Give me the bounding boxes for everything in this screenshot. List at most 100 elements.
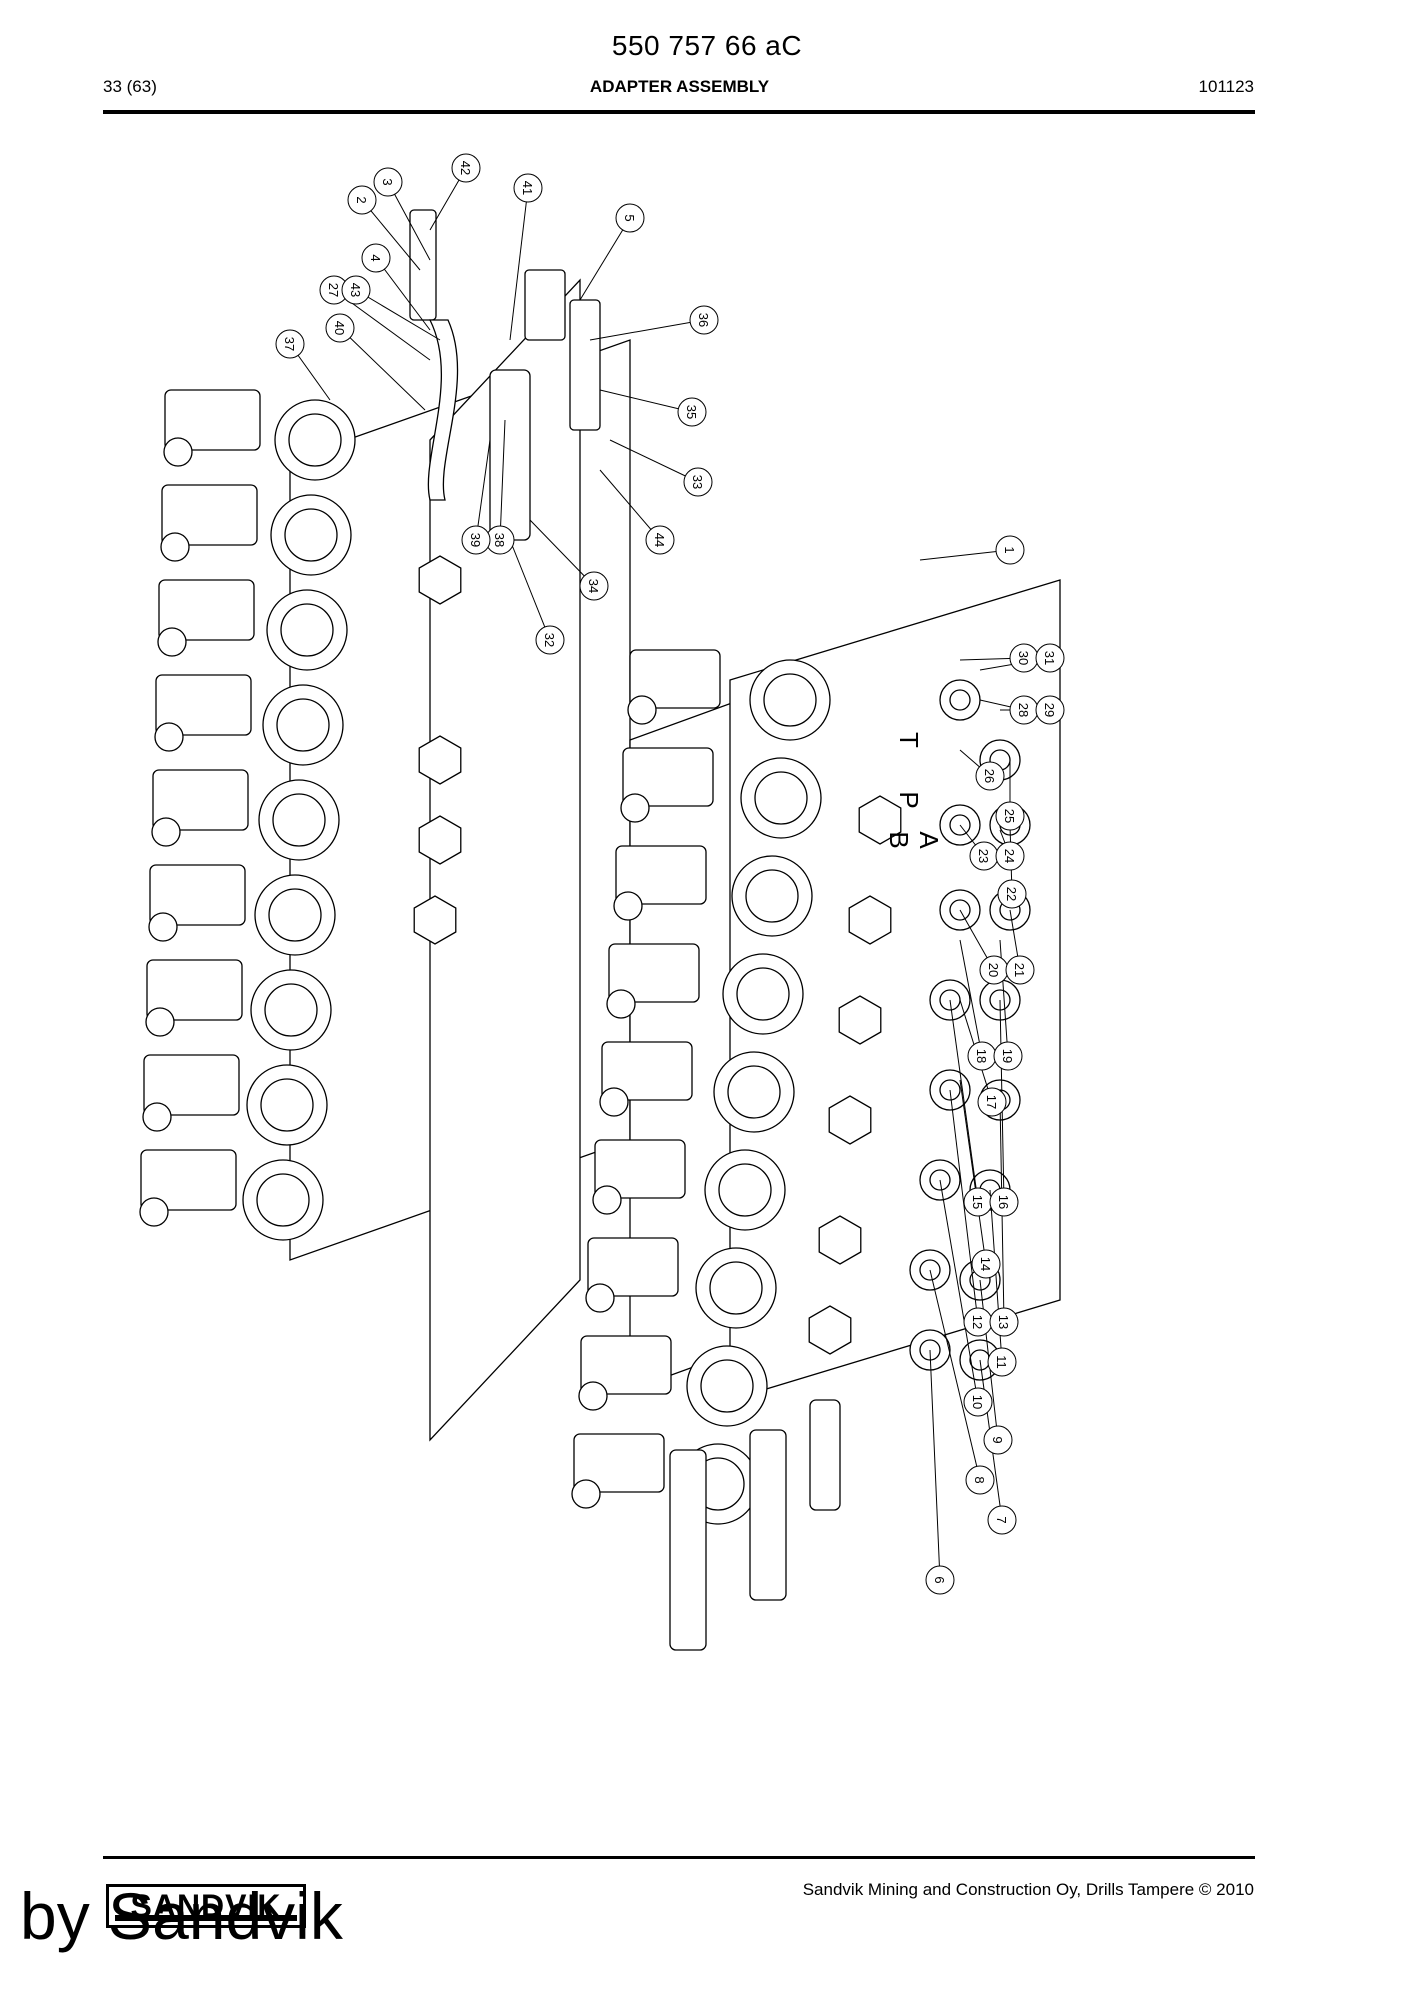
valve-knob-cap (261, 1079, 313, 1131)
callout-balloon (990, 1188, 1018, 1216)
top-fitting (525, 270, 565, 340)
callout-balloon (348, 186, 376, 214)
callout-balloon (996, 536, 1024, 564)
cable-gland (586, 1284, 614, 1312)
callout-number: 35 (684, 405, 699, 419)
solenoid-coil (162, 485, 257, 545)
callout-number: 18 (974, 1049, 989, 1063)
leader-line (590, 320, 704, 340)
valve-knob-cap (265, 984, 317, 1036)
sandvik-logo: SANDVIK (106, 1884, 306, 1928)
callout-number: 10 (970, 1395, 985, 1409)
callout-number: 9 (990, 1436, 1005, 1443)
callout-number: 41 (520, 181, 535, 195)
callout-number: 13 (996, 1315, 1011, 1329)
solenoid-coil (141, 1150, 236, 1210)
valve-knob-cap (277, 699, 329, 751)
hex-plug (849, 896, 891, 944)
callout-balloon (976, 762, 1004, 790)
valve-knob-cap (701, 1360, 753, 1412)
page-title: ADAPTER ASSEMBLY (589, 77, 770, 96)
leader-line (600, 390, 692, 412)
leader-line (920, 550, 1010, 560)
solenoid-coil (153, 770, 248, 830)
port-letter: B (884, 831, 914, 848)
valve-knob-cap (289, 414, 341, 466)
valve-knob-cap (746, 870, 798, 922)
leader-line (376, 258, 430, 330)
header-rule (103, 110, 1255, 114)
callout-number: 20 (986, 963, 1001, 977)
hex-plug (414, 896, 456, 944)
callout-number: 8 (972, 1476, 987, 1483)
callout-number: 36 (696, 313, 711, 327)
port-letter: T (894, 732, 924, 748)
bottom-fitting (750, 1430, 786, 1600)
callout-balloon (996, 802, 1024, 830)
callout-number: 17 (984, 1095, 999, 1109)
callout-number: 7 (994, 1516, 1009, 1523)
cable-gland (614, 892, 642, 920)
cable-gland (140, 1198, 168, 1226)
callout-number: 2 (354, 196, 369, 203)
solenoid-coil (616, 846, 706, 904)
cable-gland (164, 438, 192, 466)
callout-balloon (462, 526, 490, 554)
cable-gland (579, 1382, 607, 1410)
callout-number: 11 (994, 1355, 1009, 1369)
callout-balloon (616, 204, 644, 232)
valve-knob-cap (257, 1174, 309, 1226)
callout-number: 24 (1002, 849, 1017, 863)
leader-line (940, 1180, 978, 1402)
callout-number: 44 (652, 533, 667, 547)
cable-gland (146, 1008, 174, 1036)
callout-number: 32 (542, 633, 557, 647)
cable-gland (152, 818, 180, 846)
hex-plug (809, 1306, 851, 1354)
cable-gland (572, 1480, 600, 1508)
callout-number: 37 (282, 337, 297, 351)
callout-balloon (926, 1566, 954, 1594)
callout-number: 23 (976, 849, 991, 863)
leader-line (580, 218, 630, 300)
callout-number: 28 (1016, 703, 1031, 717)
callout-balloon (994, 1042, 1022, 1070)
top-fitting (570, 300, 600, 430)
bottom-fitting (670, 1450, 706, 1650)
cable-gland (161, 533, 189, 561)
callout-balloon (966, 1466, 994, 1494)
document-number: 550 757 66 aC (611, 30, 803, 61)
solenoid-coil (147, 960, 242, 1020)
callout-balloon (326, 314, 354, 342)
callout-balloon (684, 468, 712, 496)
callout-balloon (964, 1388, 992, 1416)
footer-company: Sandvik Mining and Construction Oy, Dril… (802, 1880, 1254, 1899)
hex-plug (829, 1096, 871, 1144)
callout-balloon (1036, 696, 1064, 724)
logo-bar (115, 1915, 297, 1921)
valve-knob-cap (269, 889, 321, 941)
cable-gland (621, 794, 649, 822)
hex-plug (859, 796, 901, 844)
solenoid-coil (581, 1336, 671, 1394)
callout-number: 1 (1002, 546, 1017, 553)
callout-balloon (988, 1348, 1016, 1376)
leader-line (476, 440, 490, 540)
watermark-text: by Sandvik (20, 1879, 343, 1953)
callout-number: 42 (458, 161, 473, 175)
valve-knob-cap (755, 772, 807, 824)
callout-balloon (1006, 956, 1034, 984)
solenoid-coil (609, 944, 699, 1002)
cable-gland (628, 696, 656, 724)
solenoid-coil (602, 1042, 692, 1100)
callout-number: 4 (368, 254, 383, 261)
adapter-tube (490, 370, 530, 540)
leader-line (930, 1270, 980, 1480)
callout-number: 14 (978, 1257, 993, 1271)
leader-line (356, 290, 440, 340)
cable-gland (149, 913, 177, 941)
leader-line (960, 1080, 986, 1264)
callout-number: 15 (970, 1195, 985, 1209)
valve-knob-cap (710, 1262, 762, 1314)
